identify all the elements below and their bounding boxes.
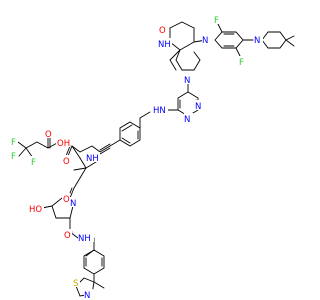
svg-text:HO: HO — [29, 205, 42, 215]
hydroxyl-ho: HO — [28, 203, 44, 215]
svg-text:N: N — [84, 291, 90, 300]
amine-hn: HN — [152, 104, 168, 116]
pyrimidine-n-right: N — [194, 100, 203, 112]
prolinamide-nh: NH — [78, 232, 94, 244]
pyrimidine-n-bottom: N — [184, 113, 193, 125]
chemical-structure-canvas: F F F O OH O NH N — [10, 14, 295, 300]
svg-text:N: N — [202, 36, 208, 46]
svg-text:S: S — [73, 279, 78, 289]
spiro-piperidine-n: N — [183, 74, 192, 86]
piperidine-n-benzyl: N — [254, 34, 263, 46]
svg-text:HN: HN — [153, 106, 166, 116]
lactam-oxygen: O — [158, 24, 166, 36]
svg-text:O: O — [159, 26, 166, 36]
svg-text:N: N — [195, 102, 201, 112]
svg-text:NH: NH — [158, 40, 171, 50]
svg-text:OH: OH — [57, 139, 70, 149]
tfa-o-carbonyl: O — [45, 128, 53, 140]
carbonyl-oxygen-lower: O — [62, 193, 70, 205]
pyrrolidine-n: N — [70, 197, 79, 209]
svg-text:O: O — [45, 130, 52, 140]
svg-text:O: O — [63, 195, 70, 205]
lactam-n: N — [202, 34, 211, 46]
amide-nh: NH — [86, 152, 100, 164]
svg-text:F: F — [31, 158, 36, 168]
thiazole-n: N — [84, 289, 93, 300]
svg-text:N: N — [70, 199, 76, 209]
svg-text:N: N — [254, 36, 260, 46]
aryl-f-bottom: F — [238, 56, 246, 68]
svg-text:F: F — [11, 138, 16, 148]
svg-text:F: F — [214, 16, 219, 26]
aryl-f-top: F — [213, 14, 221, 26]
svg-text:NH: NH — [78, 234, 91, 244]
tfa-f-bottom: F — [30, 156, 38, 168]
svg-text:NH: NH — [86, 154, 99, 164]
amide-oxygen: O — [62, 155, 70, 167]
tfa-f-left: F — [10, 150, 18, 162]
tfa-oh: OH — [56, 137, 70, 149]
svg-text:N: N — [184, 76, 190, 86]
svg-text:N: N — [184, 115, 190, 125]
prolinamide-oxygen: O — [64, 229, 72, 241]
thiazole-s: S — [72, 277, 80, 289]
svg-text:O: O — [64, 231, 71, 241]
lactam-nh: NH — [158, 38, 172, 50]
svg-text:F: F — [239, 58, 244, 68]
bond-network — [17, 21, 295, 297]
svg-text:F: F — [11, 152, 16, 162]
tfa-f-top: F — [10, 136, 18, 148]
svg-text:O: O — [63, 157, 70, 167]
